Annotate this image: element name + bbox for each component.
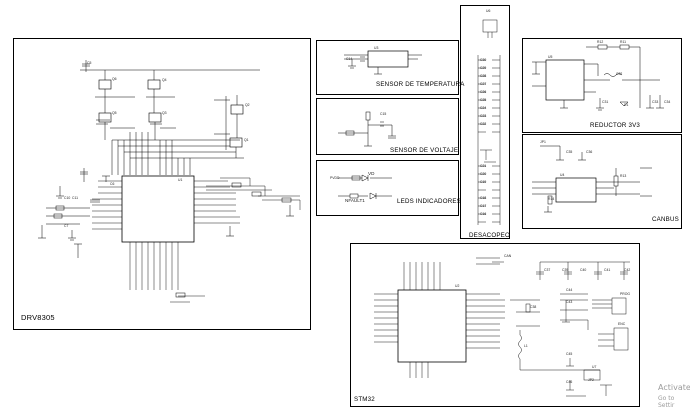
ref-c10: C10	[64, 196, 71, 200]
pvdd-net: PVDD	[330, 176, 340, 180]
ref-c22: C22	[480, 122, 487, 126]
ref-c26: C26	[480, 90, 487, 94]
ref-c31: C31	[602, 100, 609, 104]
block-leds	[316, 160, 459, 216]
ref-q5: Q5	[112, 111, 117, 115]
ref-prog: PROG	[620, 292, 630, 296]
ref-c33: C33	[652, 100, 659, 104]
ref-c38: C38	[530, 305, 537, 309]
ref-c43: C43	[566, 300, 573, 304]
ref-c21: C21	[480, 164, 487, 168]
ref-c37: C37	[544, 268, 551, 272]
ref-d1: D1	[624, 103, 629, 107]
ref-c7: C7	[64, 224, 69, 228]
block-canbus	[522, 134, 682, 229]
ref-c28: C28	[480, 74, 487, 78]
ref-q1: Q1	[244, 138, 249, 142]
ref-c32: C32	[616, 72, 623, 76]
ref-c17: C17	[480, 204, 487, 208]
ref-c5: C5	[87, 61, 92, 65]
ref-u3: U3	[374, 46, 379, 50]
canbus-circuit	[532, 145, 652, 213]
regulator-3v3-circuit	[532, 44, 664, 111]
drv8305-circuit	[38, 60, 301, 303]
ref-c35: C35	[566, 150, 573, 154]
ref-c30: C30	[480, 58, 487, 62]
block-decoupling	[460, 5, 510, 239]
leds-circuit	[338, 174, 392, 200]
ref-c23: C23	[480, 114, 487, 118]
leds-title: LEDS INDICADORES	[397, 198, 462, 205]
regulator-title: REDUCTOR 3V3	[590, 122, 641, 129]
ref-q2: Q2	[245, 103, 250, 107]
ref-c44: C44	[566, 288, 573, 292]
voltage-title: SENSOR DE VOLTAJE	[390, 147, 459, 154]
ref-r14: R14	[548, 197, 555, 201]
ref-r11: R11	[620, 40, 626, 44]
ref-l1: L1	[524, 344, 528, 348]
ref-c29: C29	[480, 66, 487, 70]
ref-c20: C20	[480, 172, 487, 176]
ref-c42: C42	[624, 268, 631, 272]
ref-c46: C46	[566, 380, 573, 384]
ref-c41: C41	[604, 268, 611, 272]
temperature-sensor-circuit	[344, 50, 422, 75]
ref-c18: C18	[480, 196, 487, 200]
ref-c15: C15	[380, 112, 387, 116]
ref-u7: U7	[592, 365, 597, 369]
ref-jp2: JP2	[588, 378, 594, 382]
ref-u2: U2	[455, 284, 460, 288]
block-drv8305	[13, 38, 311, 330]
canbus-title: CANBUS	[652, 216, 679, 223]
connector-enc	[613, 327, 629, 351]
activation-watermark-title: Activate	[658, 383, 690, 392]
ref-c34: C34	[664, 100, 671, 104]
ref-u6: U6	[486, 9, 491, 13]
ref-q4: Q4	[162, 78, 167, 82]
ref-u4: U4	[560, 173, 565, 177]
ref-c27: C27	[480, 82, 487, 86]
activation-watermark-subtitle: Go to Settir	[658, 395, 675, 409]
ic-u6	[482, 19, 498, 33]
ref-q6: Q6	[112, 77, 117, 81]
block-regulator	[522, 38, 682, 133]
decoupling-title: DESACOPEO	[469, 232, 510, 239]
ref-c14: C14	[346, 57, 353, 61]
voltage-sensor-circuit	[338, 111, 396, 147]
block-voltage	[316, 98, 459, 155]
ref-enc: ENC	[618, 322, 626, 326]
ref-r12: R12	[597, 40, 604, 44]
ref-jp1: JP1	[540, 140, 546, 144]
block-stm32	[350, 243, 640, 407]
ref-c6: C6	[110, 182, 115, 186]
ref-c36: C36	[586, 150, 593, 154]
stm32-title: STM32	[354, 396, 375, 403]
ref-u1: U1	[178, 178, 183, 182]
ref-q3: Q3	[162, 111, 167, 115]
ref-c19: C19	[480, 180, 487, 184]
ref-c25: C25	[480, 98, 487, 102]
ic-u1-drv8305	[121, 175, 195, 243]
drv8305-title: DRV8305	[21, 313, 55, 322]
ref-can: CAN	[504, 254, 512, 258]
ic-u2-stm32	[397, 289, 467, 363]
ref-c40: C40	[580, 268, 587, 272]
ref-c39: C39	[562, 268, 569, 272]
vd-net: VD	[368, 171, 375, 176]
regulator-u7	[583, 369, 601, 381]
connector-prog	[611, 297, 627, 315]
ref-c16: C16	[480, 212, 487, 216]
ref-c11: C11	[72, 196, 78, 200]
ref-r13: R13	[620, 174, 627, 178]
ref-c24: C24	[480, 106, 487, 110]
ref-u5: U5	[548, 55, 553, 59]
stm32-circuit	[374, 257, 630, 397]
ref-c45: C45	[566, 352, 573, 356]
temperature-title: SENSOR DE TEMPERATURA	[376, 81, 465, 88]
ic-u4	[555, 177, 597, 203]
fault-net: NFAULT1	[345, 198, 365, 203]
block-temperature	[316, 40, 459, 95]
decoupling-capacitors	[477, 19, 501, 225]
